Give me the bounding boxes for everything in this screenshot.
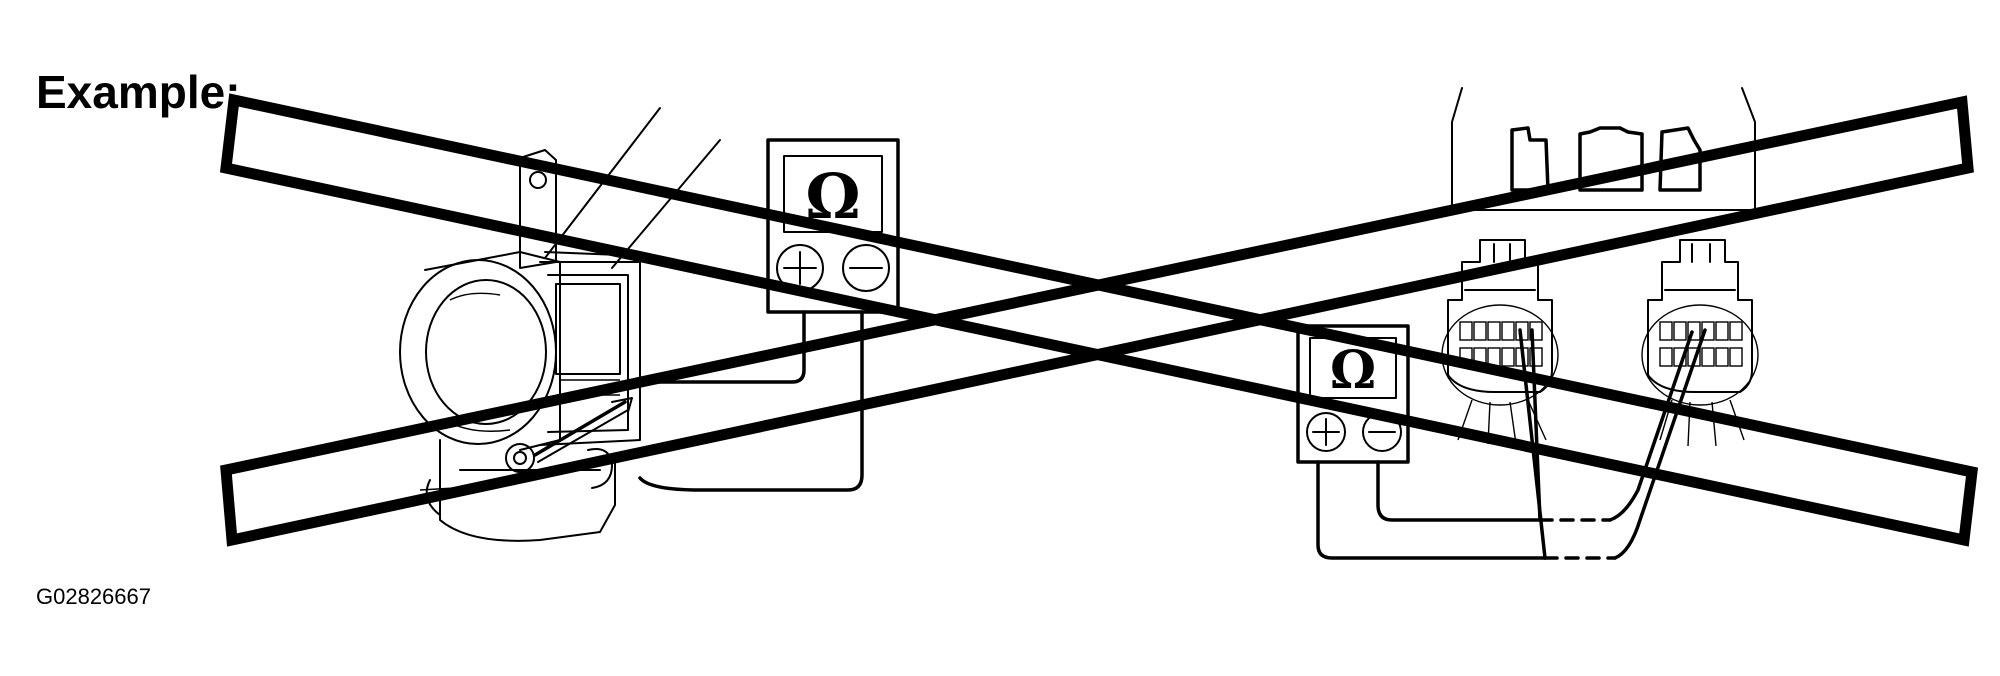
- example-label: Example:: [36, 66, 241, 118]
- ecu-housing: [1451, 87, 1756, 211]
- actuator-assembly: [399, 107, 721, 542]
- right-lead-plus-probe: [1613, 328, 1707, 560]
- x-bar-ascending: [220, 95, 1974, 547]
- right-lead-plus: [1316, 460, 1547, 560]
- right-lead-minus: [1376, 460, 1542, 522]
- ohm-symbol-right: Ω: [1330, 340, 1376, 401]
- left-lead-minus: [638, 310, 864, 492]
- figure-code: G02826667: [36, 584, 151, 609]
- right-lead-minus-probe: [1608, 330, 1694, 522]
- incorrect-mark-x: [219, 93, 1979, 547]
- left-lead-plus: [646, 310, 806, 384]
- connector-b: [1641, 239, 1759, 447]
- ohmmeter-right: Ω: [1296, 324, 1410, 464]
- x-bar-descending: [219, 93, 1979, 547]
